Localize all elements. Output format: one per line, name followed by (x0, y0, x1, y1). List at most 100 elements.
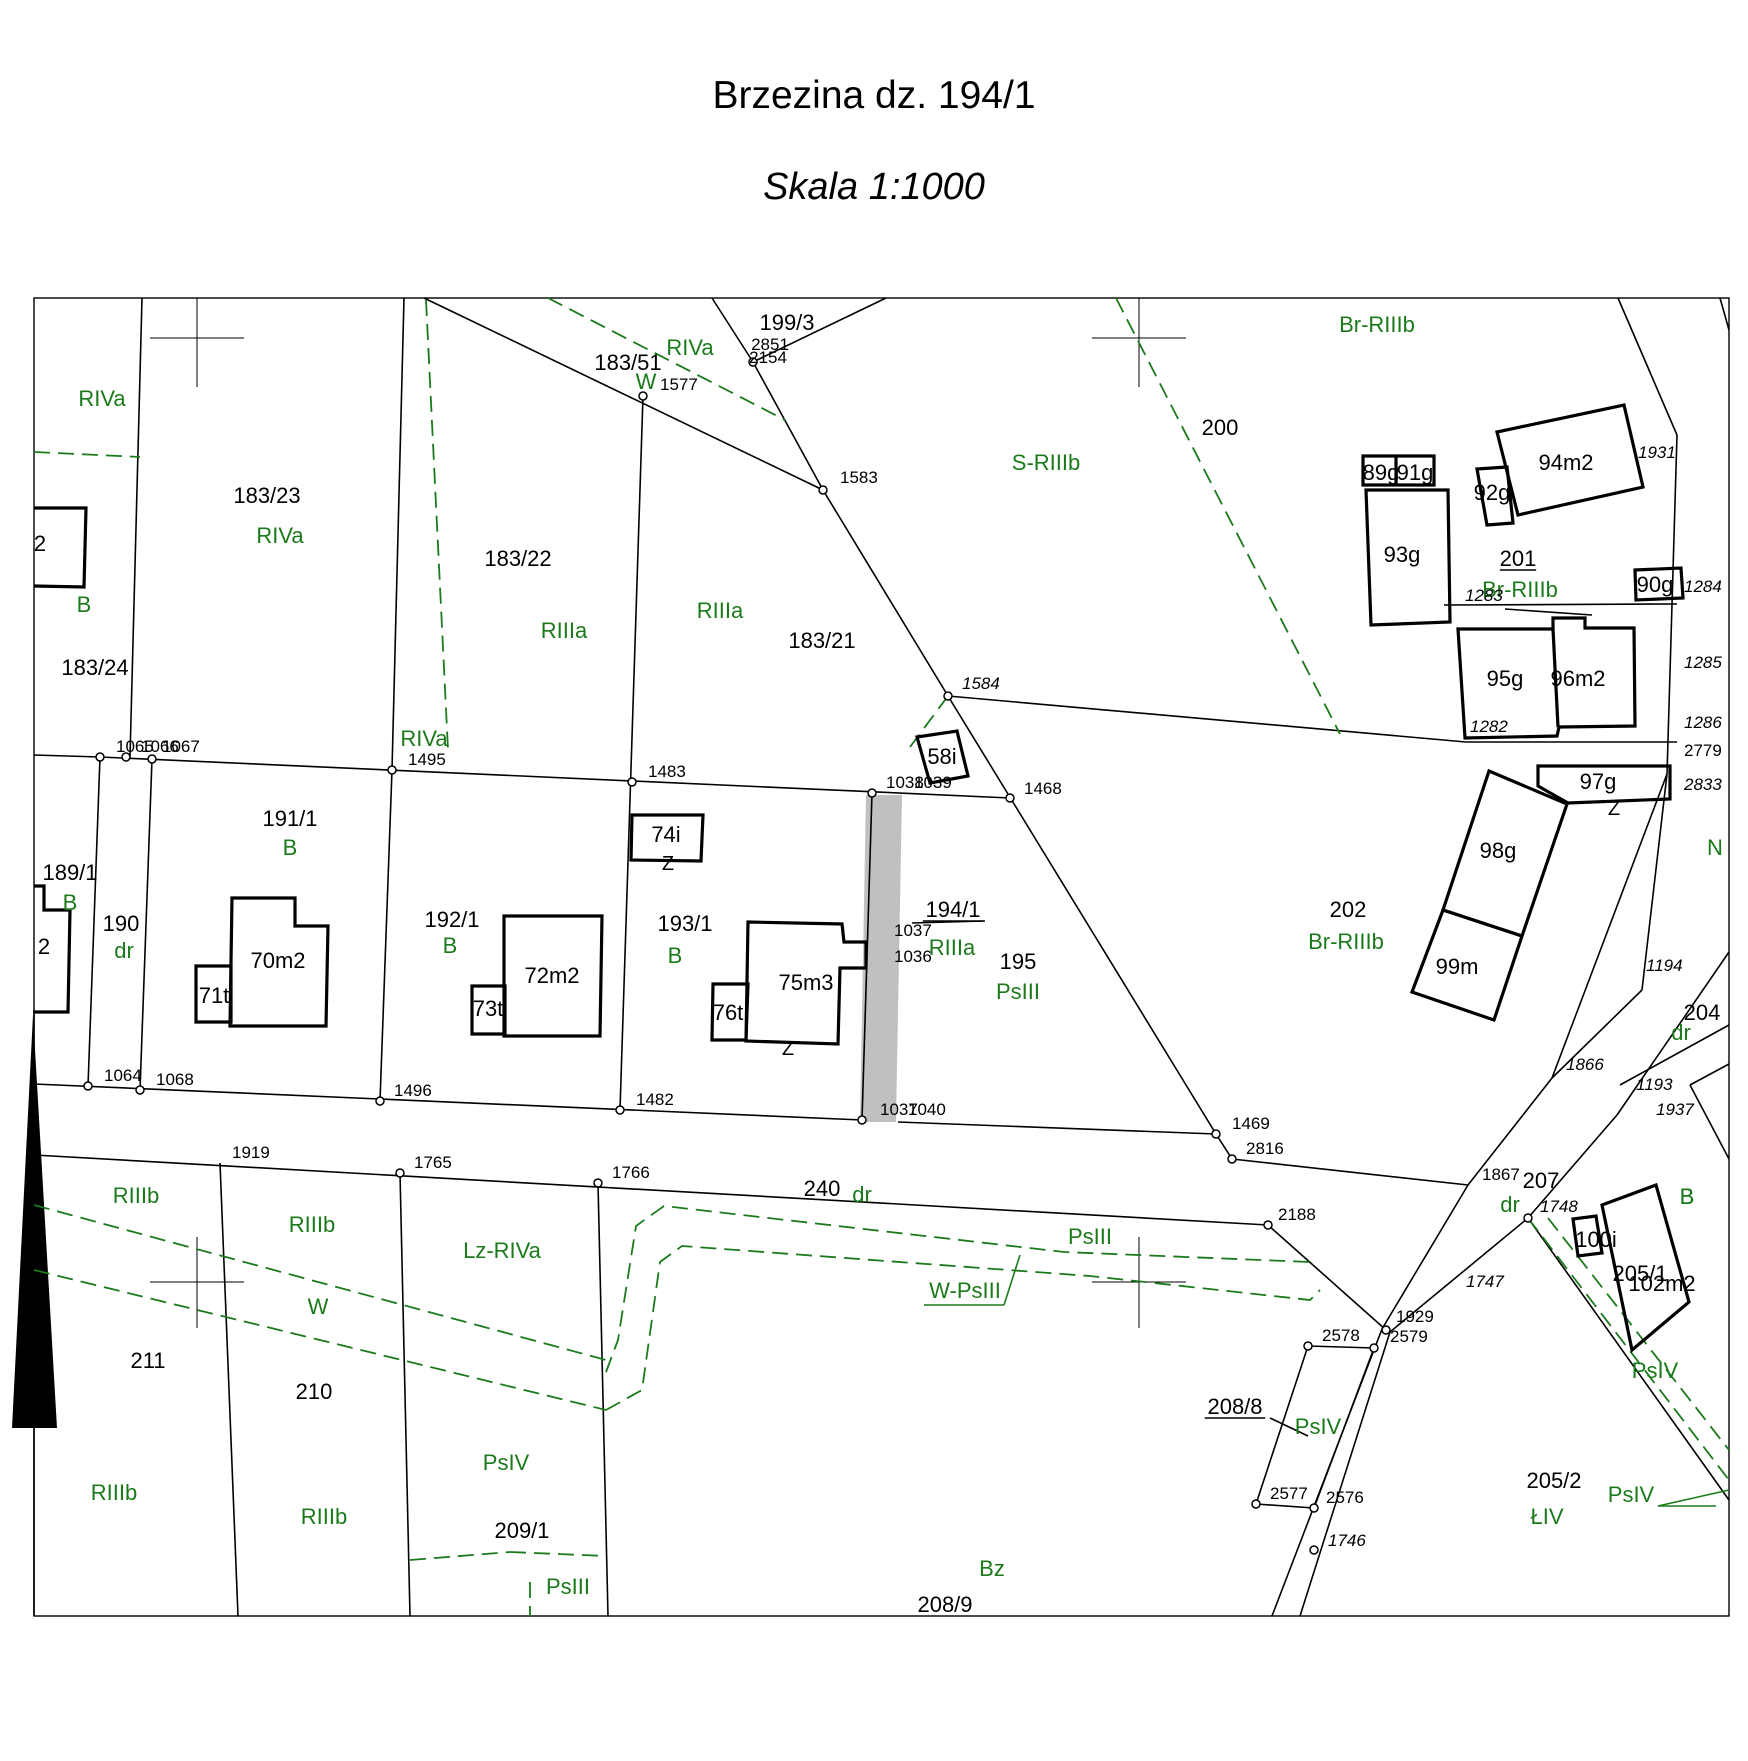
points-label: 2577 (1270, 1484, 1308, 1503)
buildings-label: 72m2 (524, 963, 579, 988)
points-label: 1577 (660, 375, 698, 394)
landuse_labels-label: dr (114, 938, 134, 963)
landuse_labels-label: RIVa (666, 335, 714, 360)
landuse_labels-label: W (636, 369, 657, 394)
buildings-label: 100i (1575, 1227, 1617, 1252)
landuse_labels-label: RIVa (78, 386, 126, 411)
points-label: 1937 (1656, 1100, 1694, 1119)
landuse_labels-label: W-PsIII (929, 1278, 1001, 1303)
buildings-label: 96m2 (1550, 666, 1605, 691)
points-label: 1746 (1328, 1531, 1366, 1550)
points-label: 2833 (1683, 775, 1722, 794)
landuse_labels-label: B (63, 890, 78, 915)
landuse_labels-label: B (283, 835, 298, 860)
parcels-label: 189/1 (42, 860, 97, 885)
points-label: 2779 (1684, 741, 1722, 760)
buildings-label: 91g (1397, 460, 1434, 485)
parcels-label: 183/24 (61, 655, 128, 680)
survey-points (83, 357, 1533, 1555)
landuse_labels-label: RIIIa (541, 618, 588, 643)
buildings-label: 76t (713, 1000, 744, 1025)
landuse_labels-label: Br-RIIIb (1339, 312, 1415, 337)
map-scale: Skala 1:1000 (763, 166, 985, 208)
points-label: 1496 (394, 1081, 432, 1100)
points-label: 1068 (156, 1070, 194, 1089)
parcels-label: 205/1 (1612, 1261, 1667, 1286)
parcels-label: 208/9 (917, 1592, 972, 1617)
landuse_labels-label: B (443, 933, 458, 958)
subject-parcel-strip (860, 795, 902, 1122)
points-label: 1866 (1566, 1055, 1604, 1074)
landuse_labels-label: RIIIb (301, 1504, 347, 1529)
parcels-label: 192/1 (424, 907, 479, 932)
points-label: 1867 (1482, 1165, 1520, 1184)
landuse_labels-label: RIIIb (289, 1212, 335, 1237)
landuse-boundaries (33, 297, 1730, 1616)
points-label: 1495 (408, 750, 446, 769)
landuse_labels-label: PsIV (1632, 1358, 1679, 1383)
points-label: 1765 (414, 1153, 452, 1172)
marks-label: Z (662, 853, 674, 875)
parcels-label: 207 (1523, 1168, 1560, 1193)
buildings-label: 71t (199, 983, 230, 1008)
parcels-label: 240 (804, 1176, 841, 1201)
points-label: 1037 (894, 921, 932, 940)
parcels-label: 190 (103, 911, 140, 936)
points-label: 2578 (1322, 1326, 1360, 1345)
landuse_labels-label: RIIIa (929, 935, 976, 960)
parcels-label: 205/2 (1526, 1468, 1581, 1493)
points-label: 1067 (162, 737, 200, 756)
parcels-label: 183/21 (788, 628, 855, 653)
points-label: 1038 (886, 773, 924, 792)
buildings-label: 73t (473, 996, 504, 1021)
landuse_labels-label: PsIII (1068, 1224, 1112, 1249)
marks-label: Z (1608, 798, 1620, 820)
landuse_labels-label: S-RIIIb (1012, 450, 1080, 475)
points-label: 1747 (1466, 1272, 1504, 1291)
landuse_labels-label: B (1680, 1184, 1695, 1209)
parcels-label: 194/1 (925, 897, 980, 922)
landuse_labels-label: PsIV (483, 1450, 530, 1475)
buildings-label: 97g (1580, 769, 1617, 794)
landuse_labels-label: ŁIV (1530, 1504, 1563, 1529)
points-label: 2576 (1326, 1488, 1364, 1507)
points-label: 1583 (840, 468, 878, 487)
buildings-label: 2 (38, 934, 50, 959)
points-label: 1284 (1684, 577, 1722, 596)
parcels-label: 204 (1684, 1000, 1721, 1025)
map-frame (33, 297, 1730, 1617)
buildings-label: 58i (927, 744, 956, 769)
points-label: 1919 (232, 1143, 270, 1162)
points-label: 1066 (141, 737, 179, 756)
parcels-label: 183/51 (594, 350, 661, 375)
points-label: 1064 (104, 1066, 142, 1085)
points-label: 1929 (1396, 1307, 1434, 1326)
points-label: 1468 (1024, 779, 1062, 798)
landuse_labels-label: dr (1500, 1192, 1520, 1217)
marks-label: Z (782, 1038, 794, 1060)
buildings-label: 74i (651, 822, 680, 847)
points-label: 1285 (1684, 653, 1722, 672)
landuse_labels-label: Bz (979, 1556, 1005, 1581)
parcels-label: 202 (1330, 897, 1367, 922)
parcels-label: 193/1 (657, 911, 712, 936)
parcels-label: 183/22 (484, 546, 551, 571)
points-label: 1482 (636, 1090, 674, 1109)
buildings-label: 70m2 (250, 948, 305, 973)
parcels-label: 195 (1000, 949, 1037, 974)
buildings-label: 2 (34, 531, 46, 556)
parcels-label: 211 (130, 1348, 165, 1373)
map-title: Brzezina dz. 194/1 (712, 74, 1036, 117)
parcels-label: 209/1 (494, 1518, 549, 1543)
parcel-boundaries (33, 297, 1730, 1617)
points-label: 1282 (1470, 717, 1508, 736)
points-label: 2851 (751, 335, 789, 354)
buildings-label: 95g (1487, 666, 1524, 691)
points-label: 1931 (1638, 443, 1676, 462)
landuse_labels-label: B (1680, 1184, 1695, 1209)
landuse_labels-label: Br-RIIIb (1308, 929, 1384, 954)
points-label: 1193 (1636, 1075, 1673, 1094)
parcels-label: 183/23 (233, 483, 300, 508)
points-label: 1036 (894, 947, 932, 966)
